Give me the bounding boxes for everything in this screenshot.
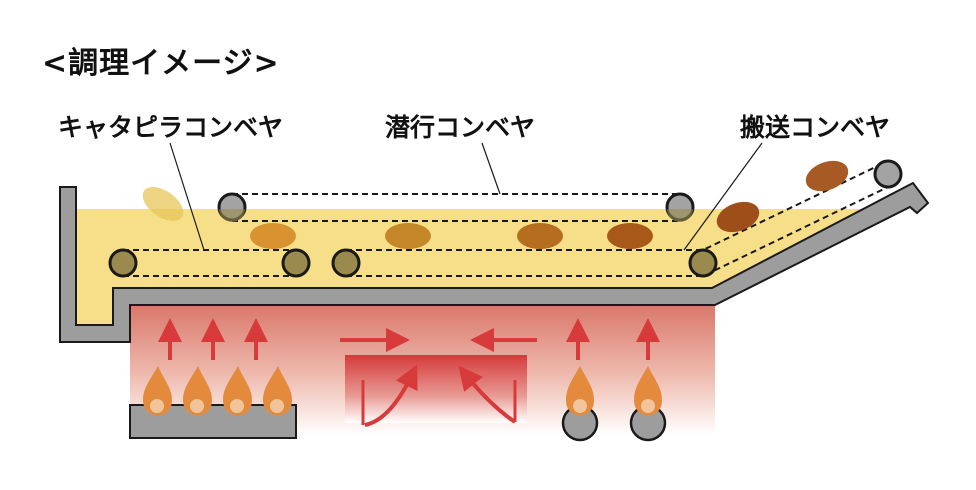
flame-icon <box>634 366 662 415</box>
diagram-title: <調理イメージ> <box>42 46 280 81</box>
label-submerged-conveyor: 潜行コンベヤ <box>385 113 536 142</box>
roller <box>873 159 903 189</box>
label-transport-conveyor: 搬送コンベヤ <box>740 113 891 142</box>
roller <box>108 248 138 278</box>
convection-arrow <box>364 364 418 427</box>
food-item <box>385 223 431 249</box>
food-item <box>517 223 563 249</box>
submerged-belt <box>232 193 680 222</box>
flame-icon <box>263 366 292 415</box>
leader-line <box>169 142 205 251</box>
convection-arrow <box>458 365 517 424</box>
food-item <box>716 201 760 233</box>
caterpillar-belt <box>123 249 296 277</box>
flame-icon <box>223 366 252 415</box>
fryer-tank <box>59 181 930 343</box>
food-item <box>142 187 184 221</box>
food-item <box>607 223 653 249</box>
leader-line <box>683 142 763 251</box>
flame-icon <box>183 366 212 415</box>
transport-belt <box>346 160 889 277</box>
food-item <box>250 223 296 249</box>
roller <box>688 248 718 278</box>
roller <box>331 248 361 278</box>
convection-zone <box>345 355 527 423</box>
food-item <box>805 160 849 192</box>
flame-icon <box>143 366 172 415</box>
flame-icon <box>566 366 594 415</box>
leader-line <box>481 142 501 195</box>
roller <box>281 248 311 278</box>
label-caterpillar-conveyor: キャタピラコンベヤ <box>58 113 284 142</box>
